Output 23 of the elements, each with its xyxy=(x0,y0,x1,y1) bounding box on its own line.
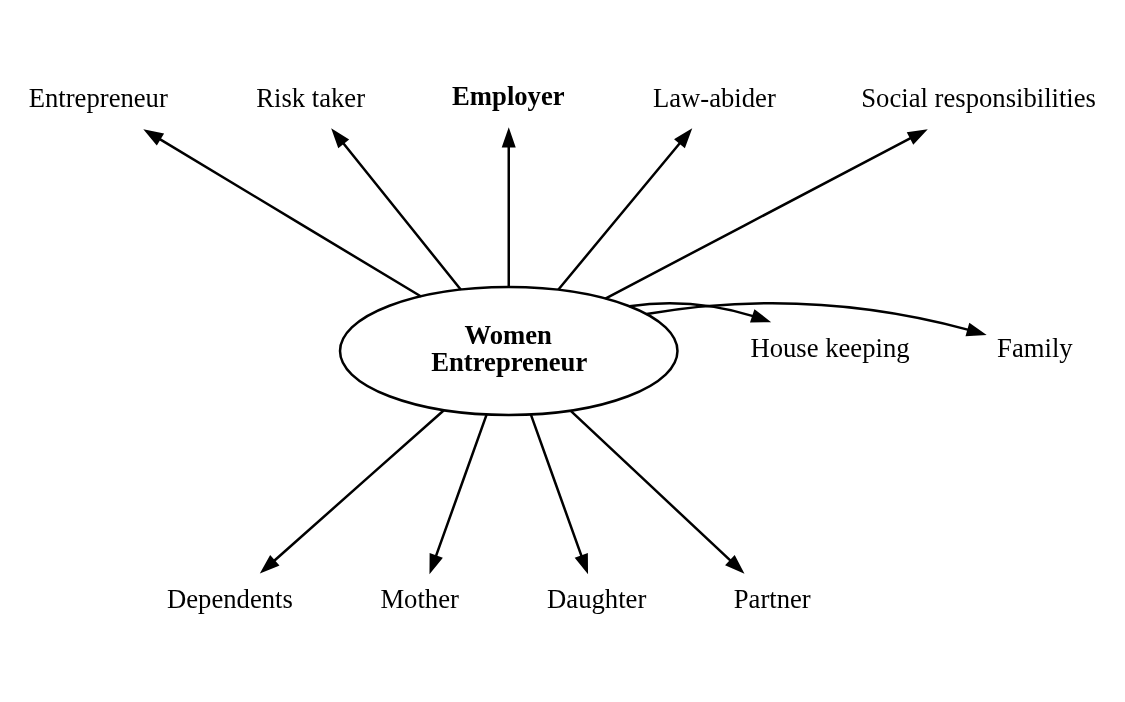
arrow xyxy=(569,409,745,574)
arrow xyxy=(143,129,422,298)
node-text: Family xyxy=(997,333,1073,364)
node-text: Law-abider xyxy=(652,83,776,113)
node-text: Risk taker xyxy=(256,83,366,113)
node-text: Mother xyxy=(380,583,459,614)
node-text: Entrepreneur xyxy=(28,83,168,113)
arrow xyxy=(646,302,987,337)
arrow xyxy=(501,127,516,288)
arrow xyxy=(557,128,693,291)
node-text: Daughter xyxy=(547,583,647,614)
node-text: Employer xyxy=(452,81,565,112)
arrow xyxy=(629,302,772,323)
arrow xyxy=(259,409,446,574)
node-text: Social responsibilities xyxy=(861,83,1096,113)
node-text: Partner xyxy=(733,583,811,614)
arrow xyxy=(331,128,462,291)
arrow xyxy=(429,413,488,575)
arrow xyxy=(529,413,589,575)
node-ellipse: Women Entrepreneur xyxy=(338,285,679,417)
arrow xyxy=(604,129,928,300)
node-text: House keeping xyxy=(750,333,910,364)
node-text: Dependents xyxy=(167,583,293,614)
